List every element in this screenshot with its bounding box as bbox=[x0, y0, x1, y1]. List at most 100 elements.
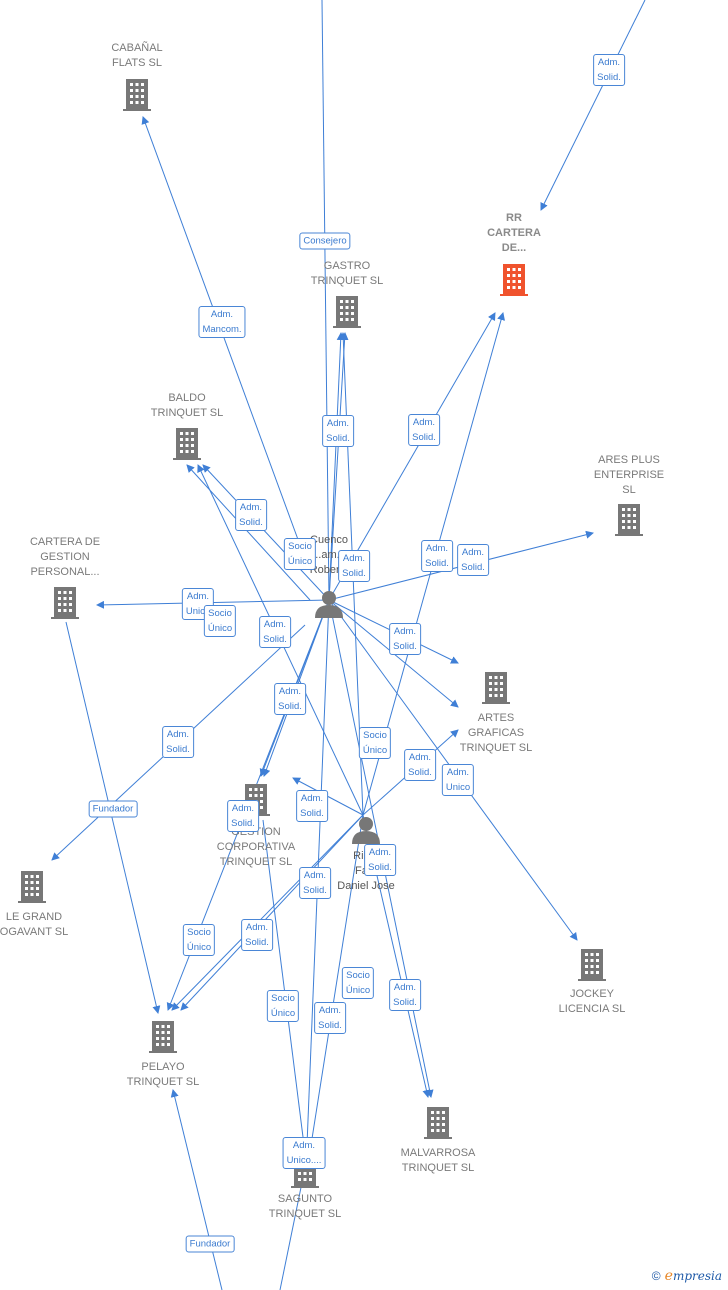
cartera-building-icon[interactable] bbox=[51, 587, 79, 619]
malvarrosa-label[interactable]: MALVARROSA TRINQUET SL bbox=[401, 1146, 476, 1176]
rr-label-line: RR bbox=[506, 212, 522, 224]
footer-brand[interactable]: ©empresia bbox=[652, 1268, 722, 1284]
relation-badge[interactable]: Socio Único bbox=[283, 538, 317, 570]
rr-label[interactable]: RR CARTERA DE... bbox=[487, 211, 541, 256]
relation-badge[interactable]: Adm. Solid. bbox=[241, 919, 273, 951]
cabanal-label-line: CABAÑAL bbox=[111, 42, 163, 54]
malvarrosa-label-line: TRINQUET SL bbox=[401, 1162, 475, 1174]
gastro-label-line: TRINQUET SL bbox=[310, 275, 384, 287]
relationship-edge bbox=[308, 814, 364, 1146]
relation-badge[interactable]: Adm. Solid. bbox=[408, 414, 440, 446]
gastro-label[interactable]: GASTRO TRINQUET SL bbox=[311, 259, 384, 289]
ares-label-line: ARES PLUS bbox=[598, 454, 660, 466]
brand-logo-e: e bbox=[664, 1268, 673, 1284]
artes-label-line: GRAFICAS bbox=[467, 727, 525, 739]
legrand-building-icon[interactable] bbox=[18, 871, 46, 903]
ares-label[interactable]: ARES PLUS ENTERPRISE SL bbox=[594, 453, 664, 498]
gestion-label-line: CORPORATIVA bbox=[216, 841, 296, 853]
relationship-edge bbox=[328, 332, 349, 601]
relation-badge[interactable]: Adm. Solid. bbox=[227, 800, 259, 832]
jockey-building-icon[interactable] bbox=[578, 949, 606, 981]
relation-badge[interactable]: Fundador bbox=[185, 1235, 235, 1253]
copyright-icon: © bbox=[651, 1269, 661, 1283]
relation-badge[interactable]: Adm. Solid. bbox=[296, 790, 328, 822]
gastro-label-line: GASTRO bbox=[323, 260, 371, 272]
relationship-edge bbox=[186, 464, 311, 601]
relation-badge[interactable]: Adm. Unico bbox=[181, 588, 215, 620]
baldo-building-icon[interactable] bbox=[173, 428, 201, 460]
rr-label-line: CARTERA bbox=[487, 227, 541, 239]
brand-logo-text: mpresia bbox=[672, 1269, 722, 1283]
gastro-building-icon[interactable] bbox=[333, 296, 361, 328]
relation-badge[interactable]: Socio Único bbox=[182, 924, 216, 956]
cabanal-building-icon[interactable] bbox=[123, 79, 151, 111]
rr-label-line: DE... bbox=[501, 242, 527, 254]
relation-badge[interactable]: Adm. Solid. bbox=[389, 979, 421, 1011]
relation-badge[interactable]: Adm. Unico bbox=[441, 764, 475, 796]
relation-badge[interactable]: Adm. Solid. bbox=[457, 544, 489, 576]
relation-badge[interactable]: Adm. Solid. bbox=[274, 683, 306, 715]
sagunto-label-line: SAGUNTO bbox=[277, 1193, 333, 1205]
cartera-label-line: PERSONAL... bbox=[30, 566, 100, 578]
cabanal-label-line: FLATS SL bbox=[112, 57, 162, 69]
artes-building-icon[interactable] bbox=[482, 672, 510, 704]
p1-label-line: ...am... bbox=[312, 549, 346, 561]
relationship-edge bbox=[328, 332, 345, 601]
ares-label-line: SL bbox=[622, 484, 636, 496]
relation-badge[interactable]: Adm. Solid. bbox=[299, 867, 331, 899]
ares-label-line: ENTERPRISE bbox=[593, 469, 665, 481]
relation-badge[interactable]: Adm. Solid. bbox=[364, 844, 396, 876]
edges-layer bbox=[51, 0, 646, 1290]
relation-badge[interactable]: Adm. Solid. bbox=[162, 726, 194, 758]
relationship-edge bbox=[202, 464, 330, 601]
relation-badge[interactable]: Adm. Solid. bbox=[593, 54, 625, 86]
relation-badge[interactable]: Adm. Solid. bbox=[259, 616, 291, 648]
relation-badge[interactable]: Fundador bbox=[88, 800, 138, 818]
relation-badge[interactable]: Adm. Solid. bbox=[389, 623, 421, 655]
jockey-label-line: JOCKEY bbox=[569, 988, 615, 1000]
relation-badge[interactable]: Consejero bbox=[299, 232, 351, 250]
relation-badge[interactable]: Adm. Mancom. bbox=[198, 306, 246, 338]
relation-badge[interactable]: Socio Único bbox=[266, 990, 300, 1022]
ares-building-icon[interactable] bbox=[615, 504, 643, 536]
rr-building-icon[interactable] bbox=[500, 264, 528, 296]
jockey-label-line: LICENCIA SL bbox=[558, 1003, 626, 1015]
malvarrosa-building-icon[interactable] bbox=[424, 1107, 452, 1139]
relationship-edge bbox=[321, 0, 330, 601]
pelayo-label[interactable]: PELAYO TRINQUET SL bbox=[127, 1060, 200, 1090]
relation-badge[interactable]: Socio Único bbox=[358, 727, 392, 759]
relation-badge[interactable]: Adm. Solid. bbox=[314, 1002, 346, 1034]
relationship-edge bbox=[292, 777, 364, 816]
p1-label-line: Cuenco bbox=[310, 534, 348, 546]
relationship-edge bbox=[262, 819, 308, 1146]
pelayo-label-line: PELAYO bbox=[141, 1061, 185, 1073]
pelayo-building-icon[interactable] bbox=[149, 1021, 177, 1053]
relation-badge[interactable]: Adm. Unico.... bbox=[282, 1137, 326, 1169]
relationship-edge bbox=[171, 814, 364, 1011]
artes-label[interactable]: ARTES GRAFICAS TRINQUET SL bbox=[460, 711, 533, 756]
sagunto-label-line: TRINQUET SL bbox=[268, 1208, 342, 1220]
sagunto-label[interactable]: SAGUNTO TRINQUET SL bbox=[269, 1192, 342, 1222]
legrand-label-line: LE GRAND bbox=[5, 911, 63, 923]
relation-badge[interactable]: Adm. Solid. bbox=[338, 550, 370, 582]
artes-label-line: TRINQUET SL bbox=[459, 742, 533, 754]
artes-label-line: ARTES bbox=[477, 712, 515, 724]
relation-badge[interactable]: Socio Único bbox=[203, 605, 237, 637]
relation-badge[interactable]: Adm. Solid. bbox=[322, 415, 354, 447]
pelayo-label-line: TRINQUET SL bbox=[126, 1076, 200, 1088]
relation-badge[interactable]: Socio Único bbox=[341, 967, 375, 999]
relationship-edge bbox=[540, 0, 646, 211]
relation-badge[interactable]: Adm. Solid. bbox=[421, 540, 453, 572]
relation-badge[interactable]: Adm. Solid. bbox=[404, 749, 436, 781]
baldo-label-line: TRINQUET SL bbox=[150, 407, 224, 419]
relationship-edge bbox=[65, 621, 161, 1014]
relationship-edge bbox=[180, 814, 364, 1011]
relation-badge[interactable]: Adm. Solid. bbox=[235, 499, 267, 531]
cabanal-label[interactable]: CABAÑAL FLATS SL bbox=[111, 41, 162, 71]
malvarrosa-label-line: MALVARROSA bbox=[400, 1147, 476, 1159]
jockey-label[interactable]: JOCKEY LICENCIA SL bbox=[559, 987, 626, 1017]
